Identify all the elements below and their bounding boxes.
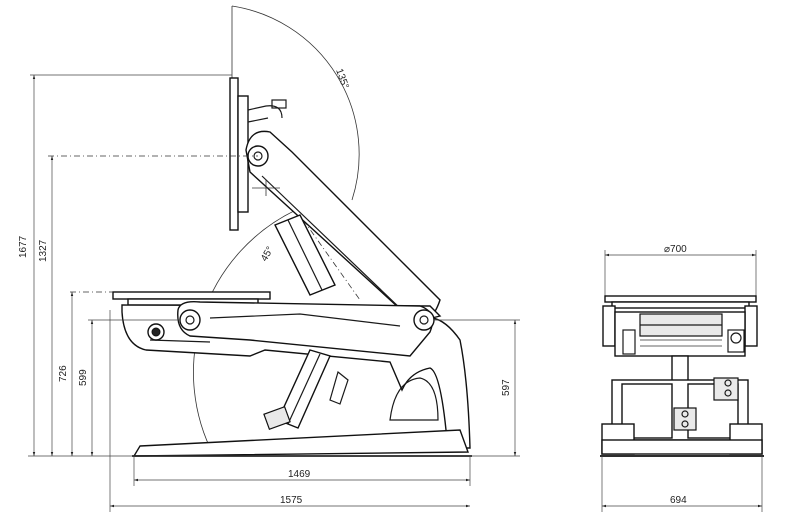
dim-total-length: 1575	[280, 495, 303, 506]
dim-right-height: 597	[501, 379, 512, 396]
side-view: 1677 1327 726 599 597 135° 45° 1469 1575	[18, 5, 520, 512]
tilt-arc	[231, 5, 360, 201]
horizontal-table-plate	[112, 291, 271, 300]
dim-arm-height: 599	[78, 369, 89, 386]
front-base-plate	[601, 439, 763, 455]
cylinder-block	[263, 405, 291, 431]
front-cylinder-block	[673, 407, 697, 431]
yoke-left	[602, 305, 616, 347]
dim-inner-length: 1469	[288, 469, 311, 480]
dim-pivot-height: 1327	[38, 239, 49, 262]
base-window	[389, 377, 439, 421]
dim-base-width: 694	[670, 495, 687, 506]
dim-lower-angle: 45°	[259, 245, 276, 264]
base-foot	[132, 429, 469, 457]
dim-table-height: 726	[58, 365, 69, 382]
lower-pivot-left	[179, 309, 201, 331]
elbow-pipe	[247, 105, 283, 119]
dim-table-diameter: ⌀700	[664, 244, 687, 255]
front-table-plate	[604, 295, 757, 303]
dim-total-height: 1677	[18, 235, 29, 258]
dim-tilt-angle: 135°	[333, 67, 350, 90]
front-view: ⌀700 694	[600, 244, 764, 512]
yoke-right	[744, 305, 758, 347]
valve-block	[713, 377, 739, 401]
lower-pivot-right	[413, 309, 435, 331]
vertical-table-plate	[229, 77, 239, 231]
